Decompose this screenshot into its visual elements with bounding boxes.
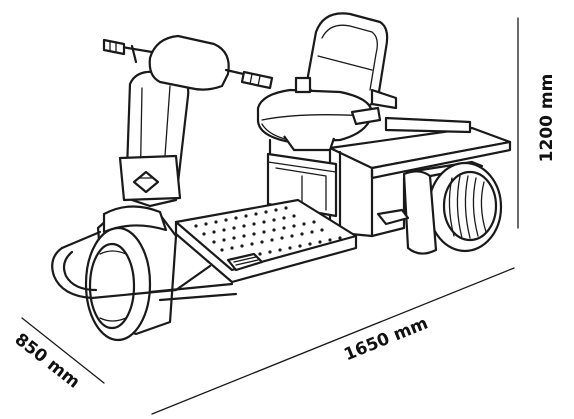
dimension-lines xyxy=(21,17,519,415)
length-dimension-label: 1650 mm xyxy=(341,313,431,365)
rear-wheel xyxy=(402,160,503,255)
front-bumper xyxy=(60,230,102,250)
storage-bag xyxy=(266,152,338,218)
width-dimension-label: 850 mm xyxy=(11,330,84,393)
rear-hitch xyxy=(376,208,410,226)
height-dimension-label: 1200 mm xyxy=(537,74,557,163)
handlebar xyxy=(102,34,274,91)
floor-pan xyxy=(174,198,358,284)
rear-frame-rail xyxy=(384,116,472,134)
scooter-illustration xyxy=(51,12,512,342)
width-dimension-line xyxy=(21,317,105,384)
front-wheel xyxy=(84,205,178,342)
seat xyxy=(256,12,398,152)
foot-pedal xyxy=(226,252,264,272)
length-dimension-line xyxy=(151,267,515,415)
steering-column xyxy=(118,56,190,208)
